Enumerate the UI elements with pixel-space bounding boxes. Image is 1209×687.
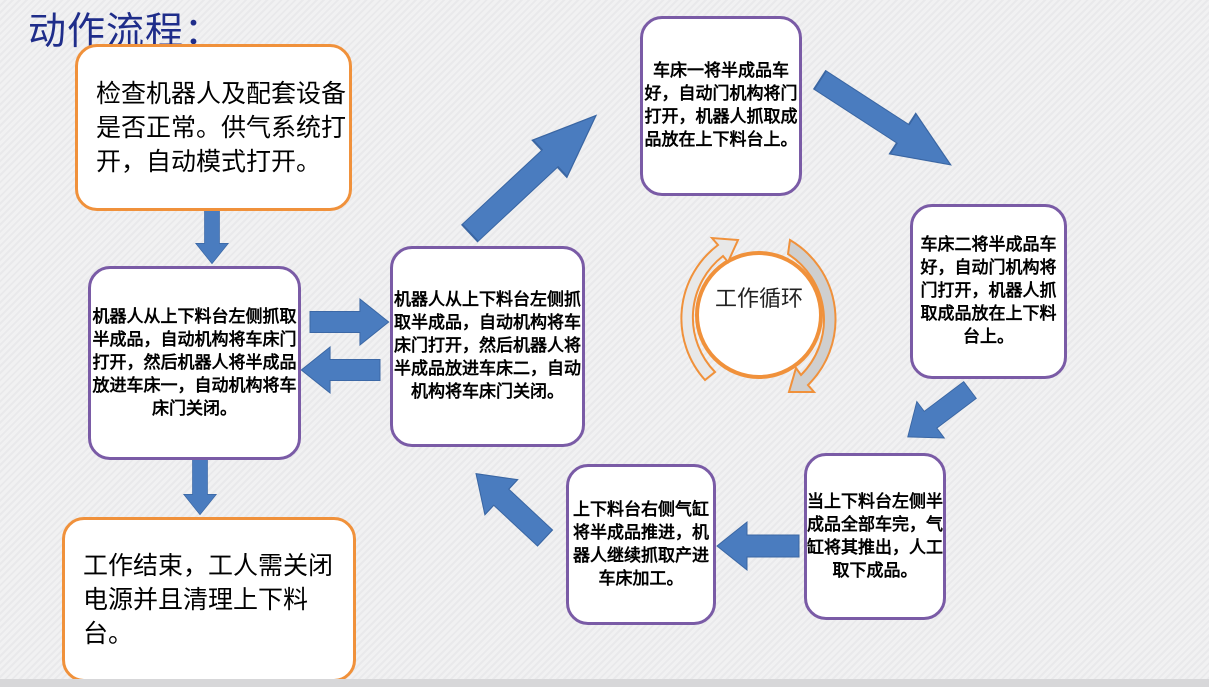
arrow-down-right — [806, 59, 965, 186]
arrow-down-1 — [195, 207, 229, 265]
lathe1-text: 车床一将半成品车好，自动门机构将门打开，机器人抓取成品放在上下料台上。 — [644, 61, 798, 150]
arrow-left-2 — [716, 521, 800, 571]
check-text: 检查机器人及配套设备是否正常。供气系统打开，自动模式打开。 — [96, 78, 347, 176]
unload-text: 当上下料台左侧半成品全部车完，气缸将其推出，人工取下成品。 — [807, 491, 943, 581]
arrow-right-1 — [309, 298, 390, 346]
arrow-down-2 — [183, 458, 217, 516]
unload-box: 当上下料台左侧半成品全部车完，气缸将其推出，人工取下成品。 — [804, 453, 946, 620]
cycle-arrow-left — [680, 236, 740, 382]
check-box: 检查机器人及配套设备是否正常。供气系统打开，自动模式打开。 — [75, 44, 352, 211]
cycle-arrow-right — [786, 238, 837, 393]
arrow-down-left — [893, 371, 985, 456]
robot-center-box: 机器人从上下料台左侧抓取半成品，自动机构将车床门打开，然后机器人将半成品放进车床… — [390, 246, 585, 447]
arrow-up-right — [451, 96, 614, 253]
push-box: 上下料台右侧气缸将半成品推进，机器人继续抓取产进车床加工。 — [566, 464, 716, 625]
arrow-up-left — [459, 455, 562, 557]
arrow-left-1 — [300, 346, 381, 394]
cycle-label: 工作循环 — [714, 287, 803, 312]
end-box: 工作结束，工人需关闭电源并且清理上下料台。 — [62, 517, 356, 682]
robot-center-text: 机器人从上下料台左侧抓取半成品，自动机构将车床门打开，然后机器人将半成品放进车床… — [394, 290, 581, 402]
end-text: 工作结束，工人需关闭电源并且清理上下料台。 — [83, 550, 334, 648]
robot-left-box: 机器人从上下料台左侧抓取半成品，自动机构将车床门打开，然后机器人将半成品放进车床… — [88, 266, 301, 460]
robot-left-text: 机器人从上下料台左侧抓取半成品，自动机构将车床门打开，然后机器人将半成品放进车床… — [92, 306, 297, 419]
push-text: 上下料台右侧气缸将半成品推进，机器人继续抓取产进车床加工。 — [573, 499, 709, 589]
lathe2-box: 车床二将半成品车好，自动门机构将门打开，机器人抓取成品放在上下料台上。 — [910, 204, 1067, 379]
bottom-bar — [0, 679, 1209, 687]
lathe1-box: 车床一将半成品车好，自动门机构将门打开，机器人抓取成品放在上下料台上。 — [640, 16, 802, 196]
cycle-graphic — [680, 236, 837, 393]
lathe2-text: 车床二将半成品车好，自动门机构将门打开，机器人抓取成品放在上下料台上。 — [920, 235, 1057, 347]
cycle-circle — [695, 251, 823, 379]
